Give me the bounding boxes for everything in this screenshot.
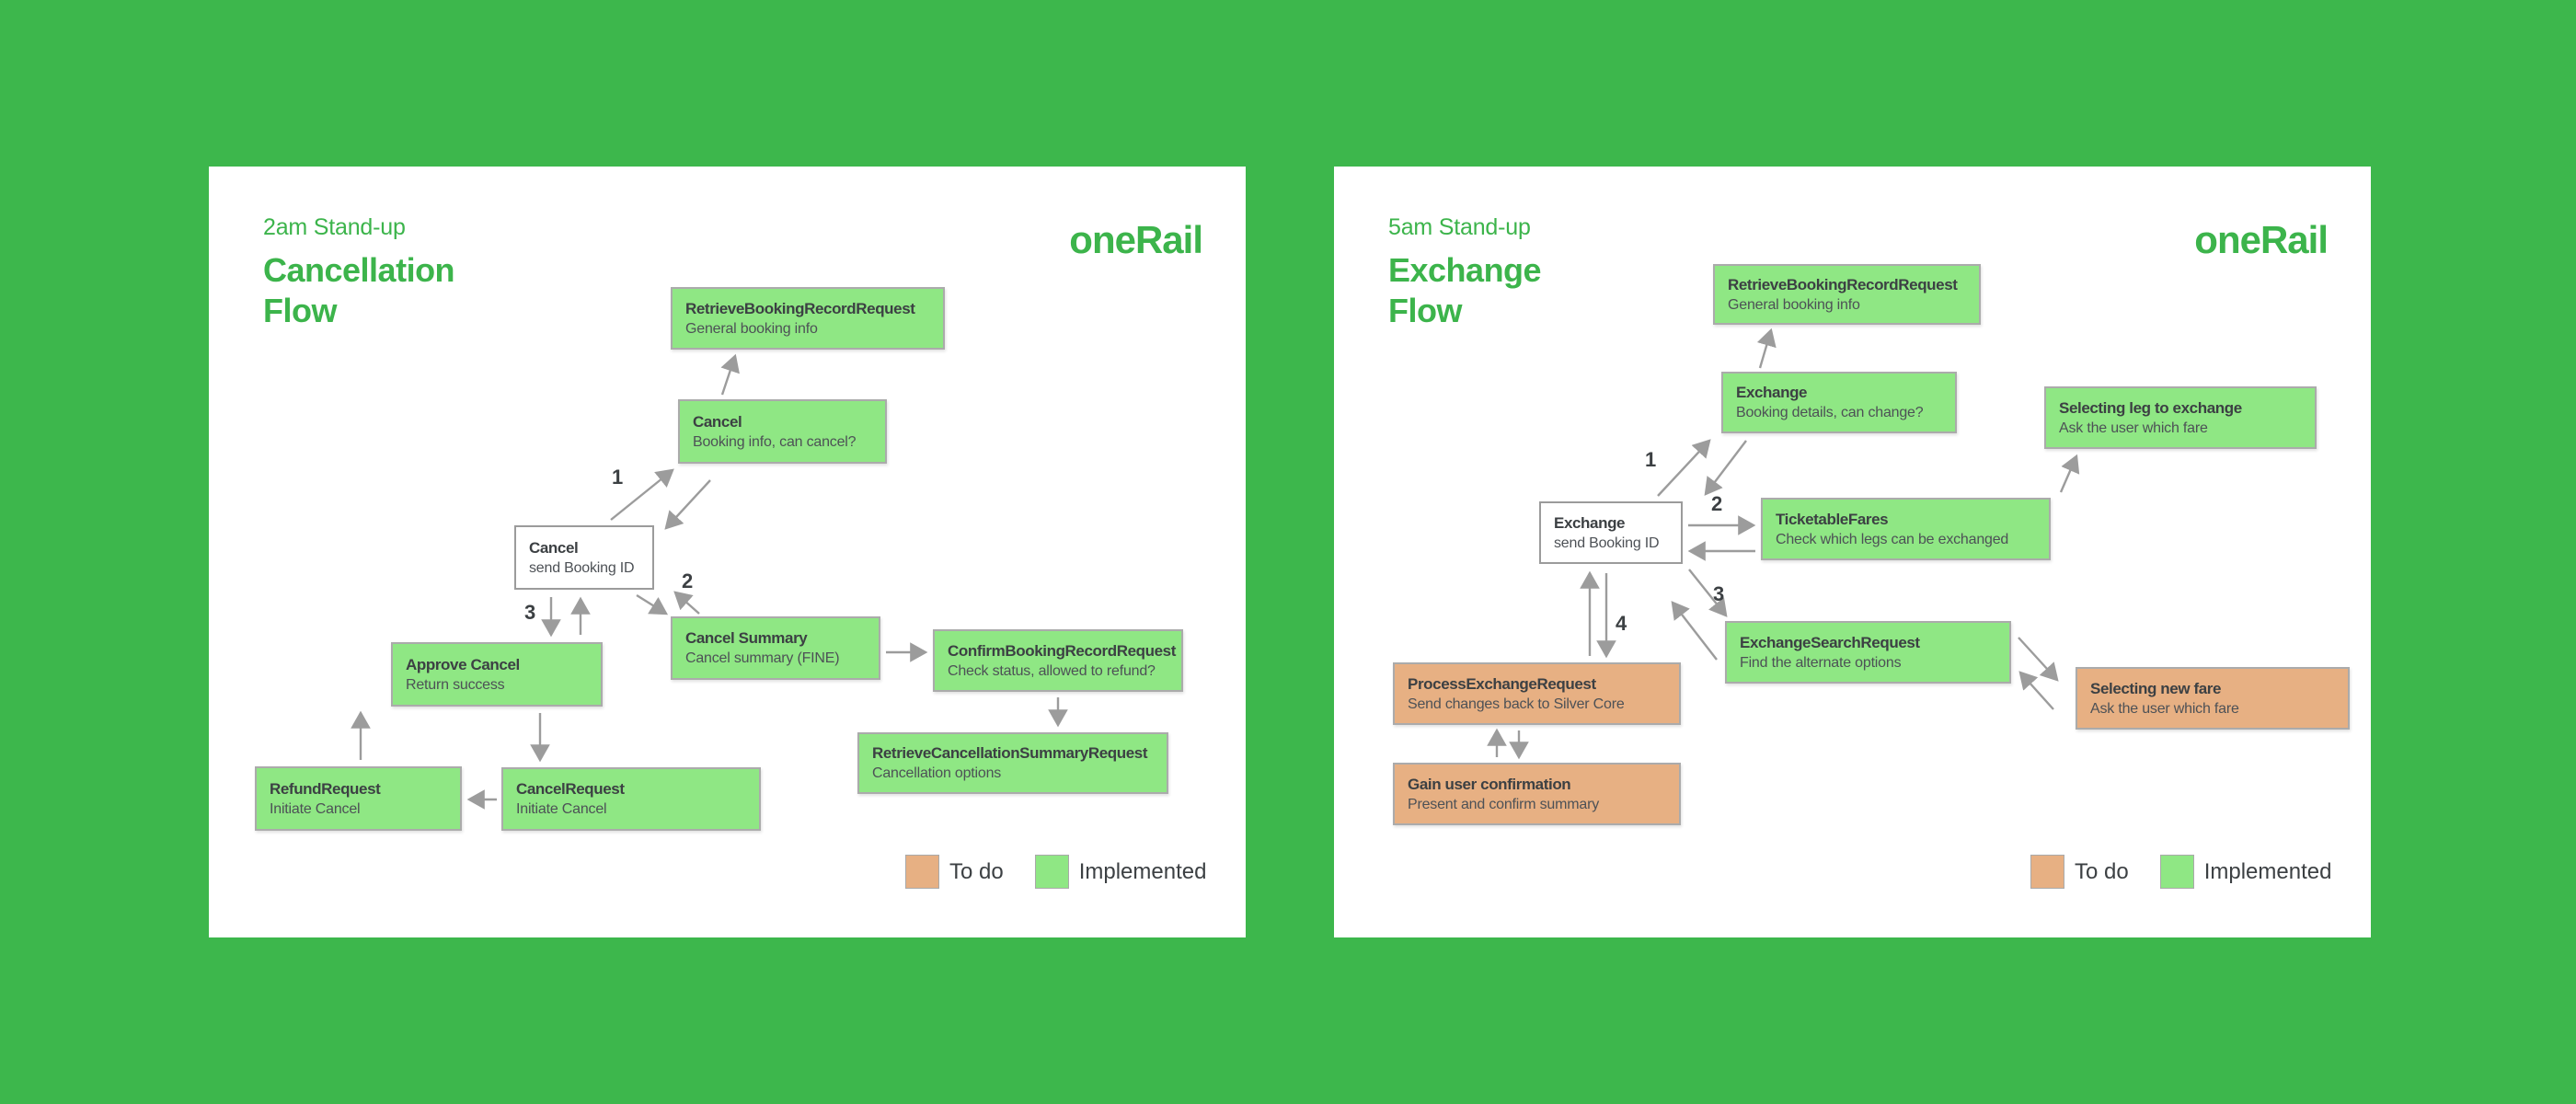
node-title: ExchangeSearchRequest — [1740, 633, 1920, 651]
node-retrieve-booking-record-request: RetrieveBookingRecordRequest General boo… — [1713, 264, 1981, 325]
node-title: Cancel — [529, 538, 579, 557]
node-title: ProcessExchangeRequest — [1408, 674, 1596, 693]
node-title: RetrieveCancellationSummaryRequest — [872, 744, 1148, 762]
cancellation-flow-arrows — [351, 353, 1068, 810]
panel-header: 5am Stand-up Exchange Flow — [1388, 214, 1542, 331]
node-title: TicketableFares — [1776, 510, 1889, 528]
node-subtitle: send Booking ID — [529, 559, 635, 576]
legend-todo-swatch — [905, 855, 939, 889]
node-title: Selecting new fare — [2090, 679, 2222, 697]
node-ticketable-fares: TicketableFares Check which legs can be … — [1761, 498, 2051, 560]
node-subtitle: Send changes back to Silver Core — [1408, 696, 1625, 712]
node-refund-request: RefundRequest Initiate Cancel — [255, 766, 462, 831]
node-title: RetrieveBookingRecordRequest — [685, 299, 915, 317]
node-subtitle: Ask the user which fare — [2059, 420, 2208, 436]
node-title: Exchange — [1736, 384, 1808, 401]
standup-time-label: 5am Stand-up — [1388, 214, 1531, 240]
legend-todo-label: To do — [949, 858, 1004, 884]
panel-cancellation-flow: 2am Stand-up Cancellation Flow oneRail R… — [209, 167, 1246, 937]
node-exchange-booking-details: Exchange Booking details, can change? — [1721, 372, 1957, 433]
node-title: Selecting leg to exchange — [2059, 398, 2242, 417]
node-subtitle: General booking info — [685, 320, 818, 337]
node-title: RetrieveBookingRecordRequest — [1728, 275, 1958, 293]
exchange-flow-arrows — [1487, 328, 2080, 760]
legend-implemented-label: Implemented — [1078, 858, 1207, 884]
page-title-line2: Flow — [263, 292, 337, 329]
node-subtitle: Cancellation options — [872, 765, 1002, 781]
node-title: ConfirmBookingRecordRequest — [948, 641, 1176, 660]
node-title: Exchange — [1554, 513, 1626, 532]
step-label-2: 2 — [682, 569, 694, 592]
legend: To do Implemented — [2030, 855, 2331, 889]
page-title-line1: Exchange — [1388, 251, 1542, 289]
node-gain-user-confirmation: Gain user confirmation Present and confi… — [1393, 763, 1681, 825]
step-label-3: 3 — [524, 601, 536, 624]
node-subtitle: Find the alternate options — [1740, 654, 1902, 671]
node-title: CancelRequest — [516, 780, 625, 798]
arrow-lines — [1487, 328, 2080, 760]
node-subtitle: Ask the user which fare — [2090, 700, 2239, 717]
step-label-4: 4 — [1616, 612, 1627, 635]
node-subtitle: Check status, allowed to refund? — [948, 662, 1156, 679]
step-label-1: 1 — [612, 466, 624, 489]
step-label-2: 2 — [1711, 492, 1723, 515]
node-subtitle: Return success — [406, 676, 505, 693]
node-selecting-new-fare: Selecting new fare Ask the user which fa… — [2076, 667, 2350, 730]
node-cancel-send-booking-id: Cancel send Booking ID — [514, 525, 654, 590]
node-title: Cancel Summary — [685, 629, 808, 647]
node-retrieve-booking-record-request: RetrieveBookingRecordRequest General boo… — [671, 287, 945, 350]
node-confirm-booking-record-request: ConfirmBookingRecordRequest Check status… — [933, 629, 1183, 692]
legend-implemented-swatch — [1034, 855, 1069, 889]
node-title: Cancel — [693, 412, 742, 431]
node-title: Approve Cancel — [406, 655, 520, 673]
node-approve-cancel: Approve Cancel Return success — [391, 642, 603, 707]
node-selecting-leg-to-exchange: Selecting leg to exchange Ask the user w… — [2044, 386, 2317, 449]
onerail-logo: oneRail — [2194, 218, 2329, 261]
node-subtitle: General booking info — [1728, 296, 1860, 313]
node-subtitle: Initiate Cancel — [516, 801, 607, 817]
legend-implemented-label: Implemented — [2203, 858, 2332, 884]
node-exchange-search-request: ExchangeSearchRequest Find the alternate… — [1725, 621, 2011, 684]
arrow-lines — [351, 353, 1068, 810]
step-label-3: 3 — [1713, 582, 1725, 605]
node-subtitle: Present and confirm summary — [1408, 796, 1600, 812]
node-title: Gain user confirmation — [1408, 775, 1571, 793]
node-subtitle: Check which legs can be exchanged — [1776, 531, 2009, 547]
legend-todo-swatch — [2030, 855, 2064, 889]
node-subtitle: Initiate Cancel — [270, 800, 361, 817]
node-process-exchange-request: ProcessExchangeRequest Send changes back… — [1393, 662, 1681, 725]
standup-time-label: 2am Stand-up — [263, 214, 406, 240]
node-subtitle: Booking details, can change? — [1736, 405, 1924, 420]
node-subtitle: send Booking ID — [1554, 535, 1660, 551]
legend: To do Implemented — [905, 855, 1206, 889]
legend-todo-label: To do — [2075, 858, 2129, 884]
page-title-line1: Cancellation — [263, 251, 455, 289]
panel-exchange-flow: 5am Stand-up Exchange Flow oneRail Retri… — [1334, 167, 2371, 937]
node-subtitle: Booking info, can cancel? — [693, 433, 857, 450]
node-subtitle: Cancel summary (FINE) — [685, 650, 840, 666]
onerail-logo: oneRail — [1069, 218, 1203, 261]
page-title-line2: Flow — [1388, 292, 1462, 329]
node-exchange-send-booking-id: Exchange send Booking ID — [1539, 501, 1683, 564]
node-retrieve-cancellation-summary-request: RetrieveCancellationSummaryRequest Cance… — [857, 732, 1168, 794]
node-cancel-booking-info: Cancel Booking info, can cancel? — [678, 399, 887, 464]
panel-header: 2am Stand-up Cancellation Flow — [263, 214, 455, 331]
node-title: RefundRequest — [270, 779, 381, 798]
step-label-1: 1 — [1645, 448, 1657, 471]
legend-implemented-swatch — [2159, 855, 2194, 889]
node-cancel-summary: Cancel Summary Cancel summary (FINE) — [671, 616, 880, 680]
node-cancel-request: CancelRequest Initiate Cancel — [501, 767, 761, 831]
